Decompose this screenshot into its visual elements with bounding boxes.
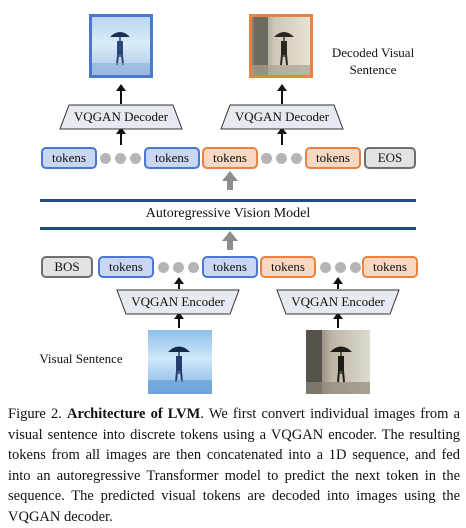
input-image-orange <box>306 330 370 394</box>
model-top-line <box>40 199 416 202</box>
input-token-orange-1: tokens <box>260 256 316 278</box>
decoded-visual-sentence-label: Decoded Visual Sentence <box>331 45 415 77</box>
autoregressive-vision-model-label: Autoregressive Vision Model <box>145 206 311 221</box>
caption-prefix: Figure 2. <box>8 406 68 422</box>
caption-body: . We first convert individual images fro… <box>8 406 461 525</box>
output-token-blue-2: tokens <box>144 147 200 169</box>
vqgan-encoder-right <box>276 289 400 315</box>
model-bottom-line <box>40 227 416 230</box>
bos-token: BOS <box>41 256 93 278</box>
output-ellipsis-blue <box>100 147 141 169</box>
visual-sentence-label: Visual Sentence <box>39 351 123 366</box>
vqgan-encoder-left <box>116 289 240 315</box>
decoded-image-orange <box>249 14 313 78</box>
eos-token: EOS <box>364 147 416 169</box>
input-token-blue-1: tokens <box>98 256 154 278</box>
vqgan-encoder-right-label: VQGAN Encoder <box>291 294 385 309</box>
decoded-image-blue <box>89 14 153 78</box>
vqgan-decoder-left-label: VQGAN Decoder <box>73 109 169 124</box>
caption-title: Architecture of LVM <box>67 406 201 422</box>
input-ellipsis-blue <box>158 256 199 278</box>
input-token-orange-2: tokens <box>362 256 418 278</box>
output-token-orange-1: tokens <box>202 147 258 169</box>
input-ellipsis-orange <box>320 256 361 278</box>
vqgan-decoder-left <box>59 104 183 130</box>
output-token-orange-2: tokens <box>305 147 361 169</box>
vqgan-decoder-right <box>220 104 344 130</box>
vqgan-decoder-right-label: VQGAN Decoder <box>234 109 330 124</box>
input-image-blue <box>148 330 212 394</box>
output-token-blue-1: tokens <box>41 147 97 169</box>
input-token-blue-2: tokens <box>202 256 258 278</box>
figure-caption: Figure 2. Architecture of LVM. We first … <box>8 404 460 528</box>
output-ellipsis-orange <box>261 147 302 169</box>
vqgan-encoder-left-label: VQGAN Encoder <box>131 294 225 309</box>
